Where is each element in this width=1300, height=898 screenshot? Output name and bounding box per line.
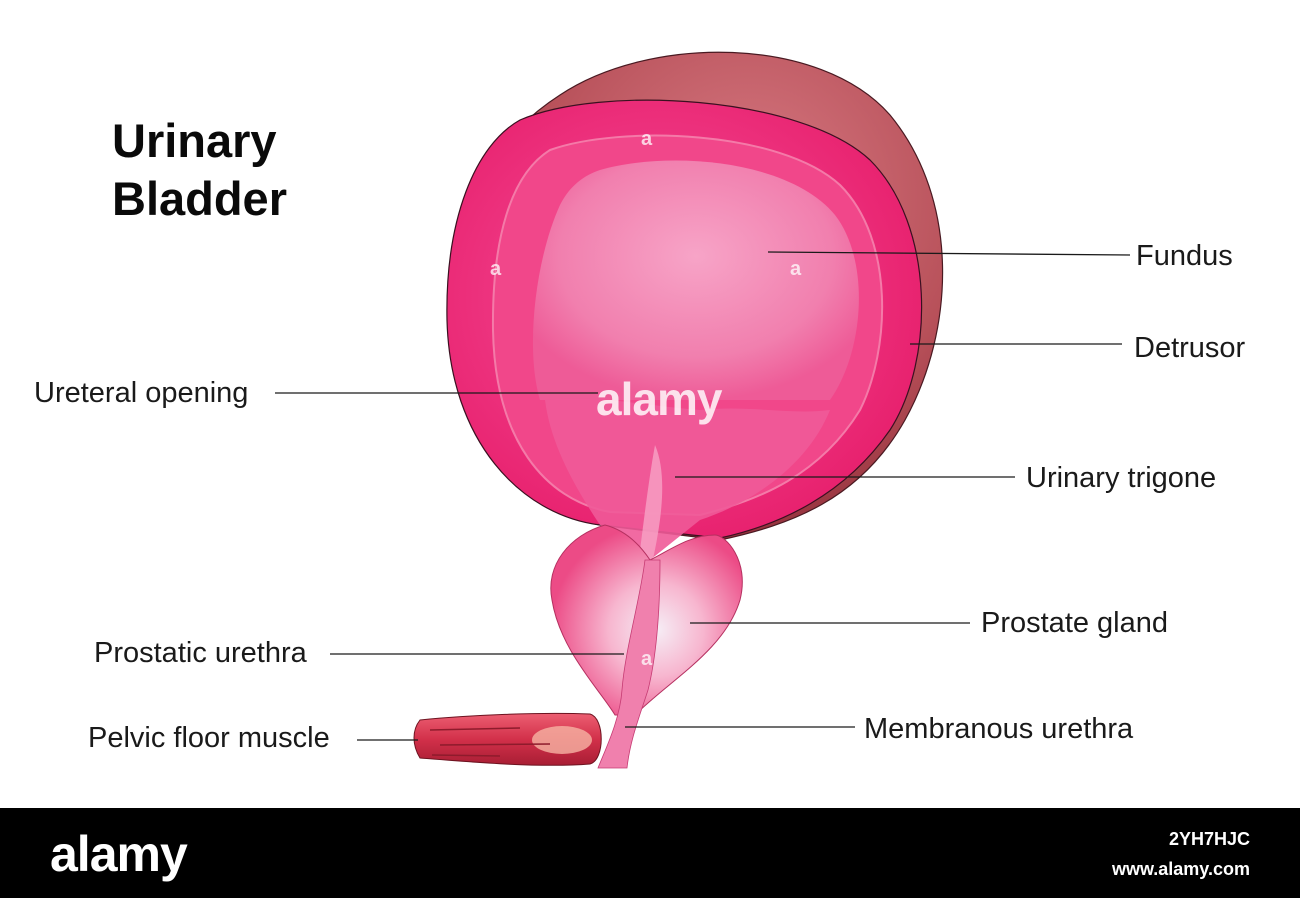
watermark-small-3: a — [790, 258, 802, 280]
label-membranous-urethra: Membranous urethra — [864, 713, 1134, 745]
watermark-small-1: a — [641, 128, 653, 150]
label-urinary-trigone: Urinary trigone — [1026, 462, 1217, 494]
title-line-2: Bladder — [112, 172, 287, 225]
label-pelvic-floor-muscle: Pelvic floor muscle — [88, 722, 330, 754]
watermark-center: alamy — [596, 373, 722, 425]
watermark-small-4: a — [641, 648, 653, 670]
stock-footer-bar: alamy 2YH7HJC www.alamy.com — [0, 808, 1300, 898]
watermark-small-2: a — [490, 258, 502, 280]
title-line-1: Urinary — [112, 114, 277, 167]
label-detrusor: Detrusor — [1134, 332, 1246, 364]
diagram-title: Urinary Bladder — [112, 112, 287, 228]
urinary-trigone-region — [545, 398, 830, 560]
footer-site-url: www.alamy.com — [1111, 859, 1250, 879]
label-prostate-gland: Prostate gland — [981, 607, 1169, 639]
bladder-lumen — [532, 160, 859, 400]
muscle-striation — [429, 727, 551, 757]
footer-brand-logo: alamy — [50, 826, 188, 882]
leader-lines — [275, 251, 1131, 741]
leader-fundus — [767, 251, 1131, 256]
diagram-canvas: Urinary Bladder Fundus Detrusor Ureteral… — [34, 51, 1246, 769]
bladder-illustration — [275, 51, 1131, 769]
urethra-tube — [597, 559, 661, 769]
footer-stock-id: 2YH7HJC — [1168, 829, 1250, 849]
label-fundus: Fundus — [1136, 240, 1233, 272]
label-prostatic-urethra: Prostatic urethra — [94, 637, 307, 669]
muscle-highlight — [532, 726, 592, 754]
label-ureteral-opening: Ureteral opening — [34, 377, 249, 409]
